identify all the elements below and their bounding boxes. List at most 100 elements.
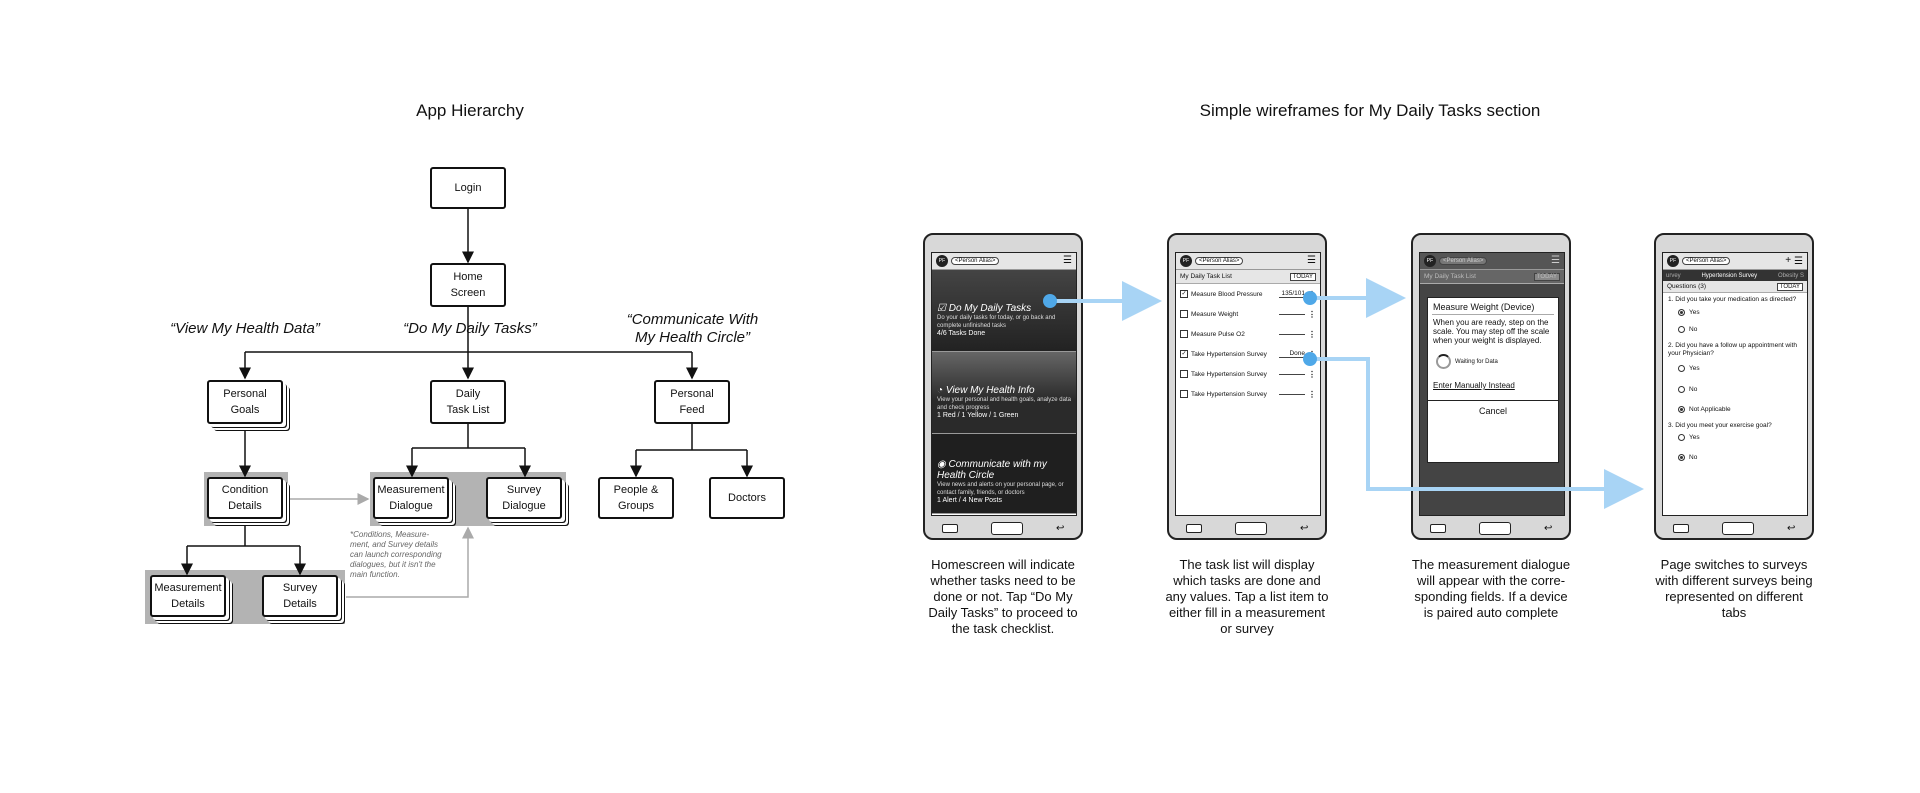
- task-value: [1279, 373, 1305, 375]
- task-value: [1279, 393, 1305, 395]
- back-icon[interactable]: ↩: [1787, 523, 1796, 534]
- question-2: 2. Did you have a follow up appointment …: [1668, 342, 1797, 358]
- tasklist-title: My Daily Task List: [1424, 273, 1476, 280]
- survey-body: 1. Did you take your medication as direc…: [1663, 293, 1807, 469]
- task-value: 135/101: [1279, 290, 1305, 298]
- enter-manually-link[interactable]: Enter Manually Instead: [1433, 381, 1515, 390]
- radio-icon: [1678, 434, 1685, 442]
- task-row[interactable]: Measure Weight⋮: [1176, 304, 1320, 324]
- doctors-node: Doctors: [709, 477, 785, 519]
- more-options-icon[interactable]: ⋮: [1308, 309, 1316, 319]
- home-button-icon[interactable]: [1721, 522, 1754, 535]
- checkbox-icon[interactable]: [1180, 370, 1188, 378]
- q2-option-yes[interactable]: Yes: [1668, 358, 1802, 376]
- q2-option-na[interactable]: Not Applicable: [1668, 397, 1802, 422]
- daily-task-list-node: Daily Task List: [430, 380, 506, 424]
- radio-icon: [1678, 326, 1685, 334]
- home-button-icon[interactable]: [1478, 522, 1511, 535]
- more-options-icon[interactable]: ⋮: [1308, 329, 1316, 339]
- survey-dialogue-node: Survey Dialogue: [486, 477, 562, 519]
- recent-apps-icon[interactable]: [1185, 524, 1202, 533]
- q1-option-yes[interactable]: Yes: [1668, 304, 1802, 320]
- checkbox-icon[interactable]: ✓: [1180, 290, 1188, 298]
- tab-prev[interactable]: urvey: [1666, 272, 1681, 279]
- tile-health-circle-desc: View news and alerts on your personal pa…: [937, 482, 1064, 496]
- questions-header: Questions (3) TODAY: [1663, 281, 1807, 293]
- q2-option-no[interactable]: No: [1668, 377, 1802, 397]
- tasklist-header: My Daily Task List TODAY: [1176, 270, 1320, 284]
- more-options-icon[interactable]: ⋮: [1308, 349, 1316, 359]
- recent-apps-icon[interactable]: [1429, 524, 1446, 533]
- tile-daily-tasks[interactable]: ☑ Do My Daily Tasks Do your daily tasks …: [932, 270, 1076, 352]
- tile-health-info-title: ◔ View My Health Info: [937, 385, 1035, 396]
- recent-apps-icon[interactable]: [941, 524, 958, 533]
- tab-hypertension[interactable]: Hypertension Survey: [1701, 272, 1758, 279]
- nav-bar: ↩: [1656, 522, 1812, 535]
- checkbox-icon[interactable]: [1180, 390, 1188, 398]
- home-button-icon[interactable]: [1234, 522, 1267, 535]
- question-1: 1. Did you take your medication as direc…: [1668, 296, 1797, 303]
- more-options-icon[interactable]: ⋮: [1308, 389, 1316, 399]
- survey-details-node: Survey Details: [262, 575, 338, 617]
- today-button[interactable]: TODAY: [1289, 272, 1316, 281]
- hamburger-menu-icon: ☰: [1551, 255, 1560, 266]
- app-bar: PF <Person Alias> + ☰: [1663, 253, 1807, 270]
- home-button-icon[interactable]: [990, 522, 1023, 535]
- people-groups-node: People & Groups: [598, 477, 674, 519]
- recent-apps-icon[interactable]: [1672, 524, 1689, 533]
- home-screen: PF <Person Alias> ☰ ☑ Do My Daily Tasks …: [931, 252, 1077, 516]
- hamburger-menu-icon[interactable]: ☰: [1794, 255, 1803, 267]
- person-alias[interactable]: <Person Alias>: [1682, 257, 1731, 265]
- task-label: Take Hypertension Survey: [1191, 350, 1267, 358]
- radio-selected-icon: [1678, 405, 1685, 413]
- more-options-icon[interactable]: ⋮: [1308, 289, 1316, 299]
- hamburger-menu-icon[interactable]: ☰: [1307, 255, 1316, 266]
- avatar[interactable]: PF: [936, 255, 948, 267]
- dialog-title: Measure Weight (Device): [1433, 302, 1535, 312]
- person-alias[interactable]: <Person Alias>: [951, 257, 1000, 265]
- app-bar: PF <Person Alias> ☰: [1176, 253, 1320, 270]
- more-options-icon[interactable]: ⋮: [1308, 369, 1316, 379]
- back-icon[interactable]: ↩: [1544, 523, 1553, 534]
- survey-screen: PF <Person Alias> + ☰ urvey Hypertension…: [1662, 252, 1808, 516]
- waiting-label: Waiting for Data: [1455, 358, 1498, 365]
- hierarchy-title: App Hierarchy: [416, 101, 524, 120]
- task-row[interactable]: Take Hypertension Survey⋮: [1176, 384, 1320, 404]
- person-alias[interactable]: <Person Alias>: [1195, 257, 1244, 265]
- phone-dialog: PF <Person Alias> ☰ My Daily Task List T…: [1411, 233, 1571, 540]
- avatar[interactable]: PF: [1667, 255, 1679, 267]
- q3-option-no[interactable]: No: [1668, 445, 1802, 465]
- task-row[interactable]: Measure Pulse O2⋮: [1176, 324, 1320, 344]
- q1-option-no[interactable]: No: [1668, 320, 1802, 342]
- measurement-details-node: Measurement Details: [150, 575, 226, 617]
- tile-health-info[interactable]: ◔ View My Health Info View your personal…: [932, 352, 1076, 434]
- task-value: [1279, 333, 1305, 335]
- back-icon[interactable]: ↩: [1056, 523, 1065, 534]
- tile-health-info-desc: View your personal and health goals, ana…: [937, 397, 1071, 411]
- tile-health-circle-title: ◉ Communicate with my Health Circle: [937, 459, 1047, 481]
- hamburger-menu-icon[interactable]: ☰: [1063, 255, 1072, 266]
- today-button[interactable]: TODAY: [1776, 282, 1803, 291]
- q3-option-yes[interactable]: Yes: [1668, 430, 1802, 445]
- add-icon[interactable]: +: [1785, 255, 1792, 266]
- checkbox-icon[interactable]: [1180, 330, 1188, 338]
- checkbox-icon[interactable]: ✓: [1180, 350, 1188, 358]
- avatar[interactable]: PF: [1180, 255, 1192, 267]
- radio-selected-icon: [1678, 309, 1685, 316]
- avatar: PF: [1424, 255, 1436, 267]
- survey-tabs: urvey Hypertension Survey Obesity S: [1663, 270, 1807, 281]
- phone-home: PF <Person Alias> ☰ ☑ Do My Daily Tasks …: [923, 233, 1083, 540]
- tile-health-circle[interactable]: ◉ Communicate with my Health Circle View…: [932, 434, 1076, 514]
- cancel-button[interactable]: Cancel: [1428, 400, 1558, 421]
- tab-next[interactable]: Obesity S: [1777, 272, 1804, 279]
- task-row[interactable]: Take Hypertension Survey⋮: [1176, 364, 1320, 384]
- checkbox-icon[interactable]: [1180, 310, 1188, 318]
- spinner-icon: [1436, 354, 1451, 369]
- caption-tasklist: The task list will display which tasks a…: [1165, 557, 1329, 636]
- back-icon[interactable]: ↩: [1300, 523, 1309, 534]
- tile-daily-tasks-desc: Do your daily tasks for today, or go bac…: [937, 315, 1056, 329]
- home-screen-node: Home Screen: [430, 263, 506, 307]
